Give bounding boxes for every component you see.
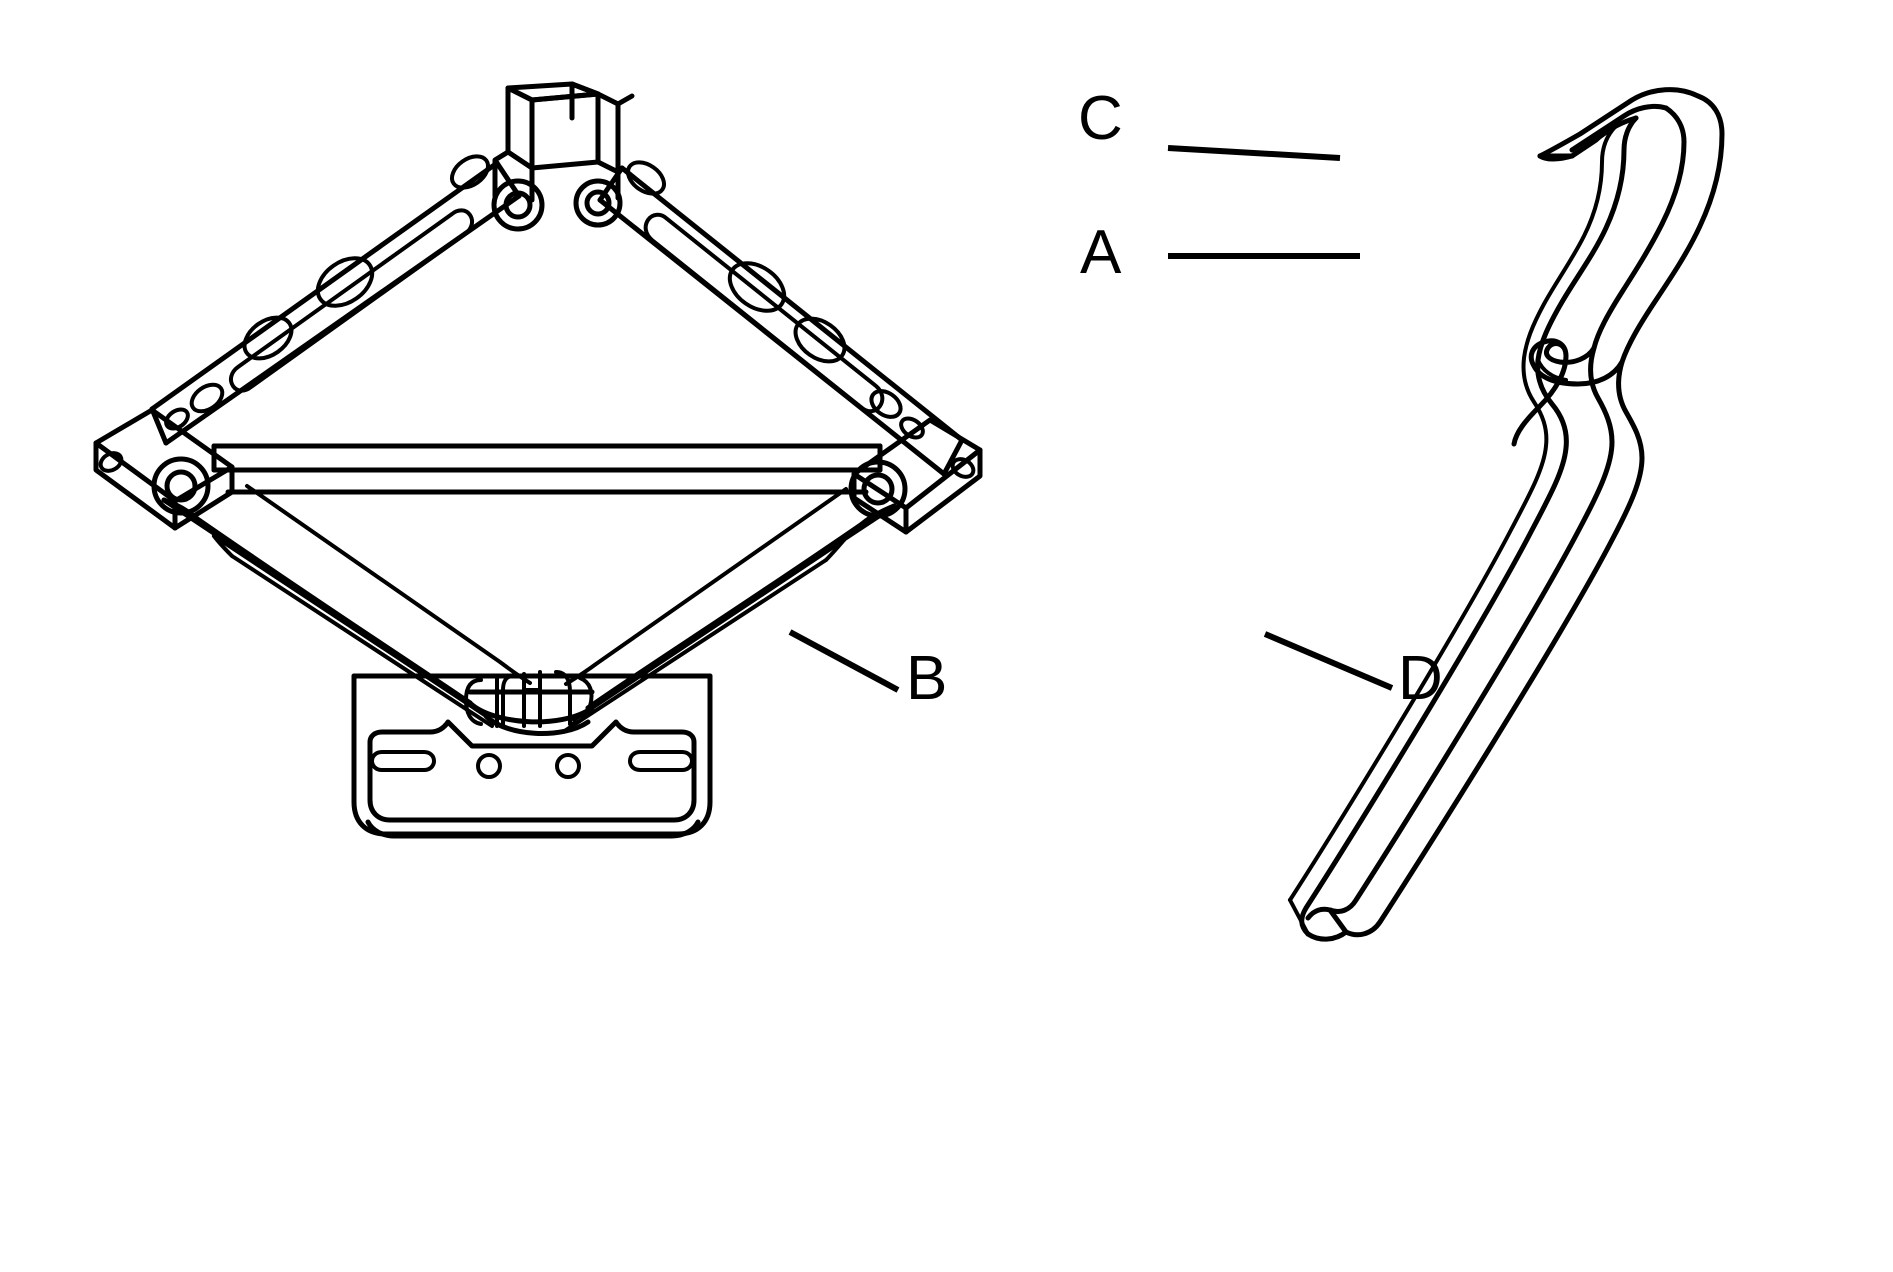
jack-upper-right-arm: [597, 160, 965, 477]
jack-lead-screw-crossbar: [211, 443, 883, 495]
callout-leaders: [788, 145, 1394, 693]
jack-lower-pivot-screw-nut: [464, 670, 595, 736]
jack-inner-diamond-outline: [245, 484, 848, 686]
jack-upper-left-arm: [149, 154, 522, 446]
leader-line-b: [788, 629, 900, 693]
handle-shaft-tip: [1288, 898, 1349, 942]
jack-base-plate: [351, 673, 713, 839]
handle-hook-tip: [1537, 87, 1701, 162]
jack-top-saddle-bracket: [492, 81, 635, 203]
callout-label-b: B: [906, 644, 948, 713]
jack-right-end-plate: [848, 417, 983, 535]
jack-top-pivot-bosses: [491, 178, 623, 232]
jack-lower-right-arm: [564, 503, 897, 732]
jack-handle-tool: [1288, 87, 1725, 942]
leader-line-c: [1167, 145, 1341, 161]
callout-label-c: C: [1078, 84, 1123, 153]
scissor-jack: [93, 81, 983, 839]
handle-mid-hook-loop: [1511, 338, 1625, 447]
jack-lower-left-arm: [161, 497, 494, 728]
callout-label-d: D: [1398, 644, 1443, 713]
callout-label-a: A: [1080, 218, 1122, 287]
leader-line-d: [1263, 631, 1394, 691]
